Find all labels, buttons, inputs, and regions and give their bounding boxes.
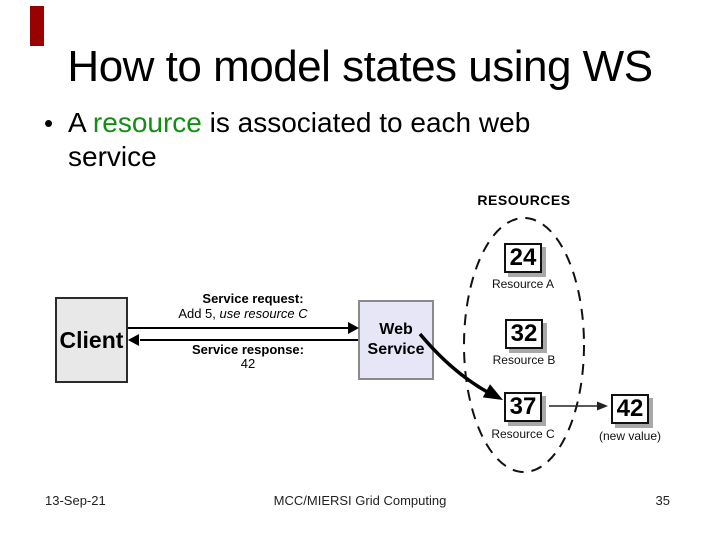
footer-date: 13-Sep-21 xyxy=(45,493,106,508)
accent-bar xyxy=(30,6,44,46)
bullet-icon: • xyxy=(44,108,54,138)
request-detail-italic: use resource C xyxy=(219,306,308,321)
resource-a-value-box: 24 xyxy=(504,243,542,273)
resource-b-value: 32 xyxy=(510,320,538,347)
new-value-label: (new value) xyxy=(598,429,662,443)
response-arrowhead-icon xyxy=(128,334,139,346)
service-response-value: 42 xyxy=(240,356,256,371)
bullet-text-pre: A xyxy=(68,107,93,138)
service-response-title: Service response: xyxy=(191,342,304,357)
new-value: 42 xyxy=(616,395,644,422)
resource-c-label: Resource C xyxy=(491,427,555,441)
resource-c-value-box: 37 xyxy=(504,392,542,422)
resource-a-label: Resource A xyxy=(491,277,555,291)
web-service-box: Web Service xyxy=(358,300,434,380)
resource-b-value-box: 32 xyxy=(505,319,543,349)
request-detail-plain: Add 5, xyxy=(178,306,220,321)
request-arrow-line xyxy=(128,327,350,329)
footer-course-name: MCC/MIERSI Grid Computing xyxy=(273,493,447,508)
resource-c-value: 37 xyxy=(509,393,537,420)
resource-c-to-new-value-arrowhead-icon xyxy=(597,401,608,411)
resource-b-label: Resource B xyxy=(492,353,556,367)
resources-title: RESOURCES xyxy=(477,192,571,208)
web-service-label-line2: Service xyxy=(367,341,425,358)
bullet-item: • A resource is associated to each web s… xyxy=(44,106,600,174)
bullet-text: A resource is associated to each web ser… xyxy=(68,106,600,174)
service-request-detail: Add 5, use resource C xyxy=(158,306,328,321)
ws-to-resource-c-arrowhead-icon xyxy=(482,384,503,400)
bullet-text-post: is associated to each web service xyxy=(68,107,531,172)
footer-page-number: 35 xyxy=(655,493,670,508)
bullet-text-highlight: resource xyxy=(92,107,202,138)
web-service-label-line1: Web xyxy=(379,321,413,338)
new-value-box: 42 xyxy=(611,394,649,424)
client-box: Client xyxy=(55,297,128,383)
resource-a-value: 24 xyxy=(509,244,537,271)
client-box-label: Client xyxy=(59,326,124,353)
response-arrow-line xyxy=(140,339,358,341)
request-arrowhead-icon xyxy=(348,322,359,334)
slide-title: How to model states using WS xyxy=(67,42,653,91)
service-request-title: Service request: xyxy=(202,291,304,306)
